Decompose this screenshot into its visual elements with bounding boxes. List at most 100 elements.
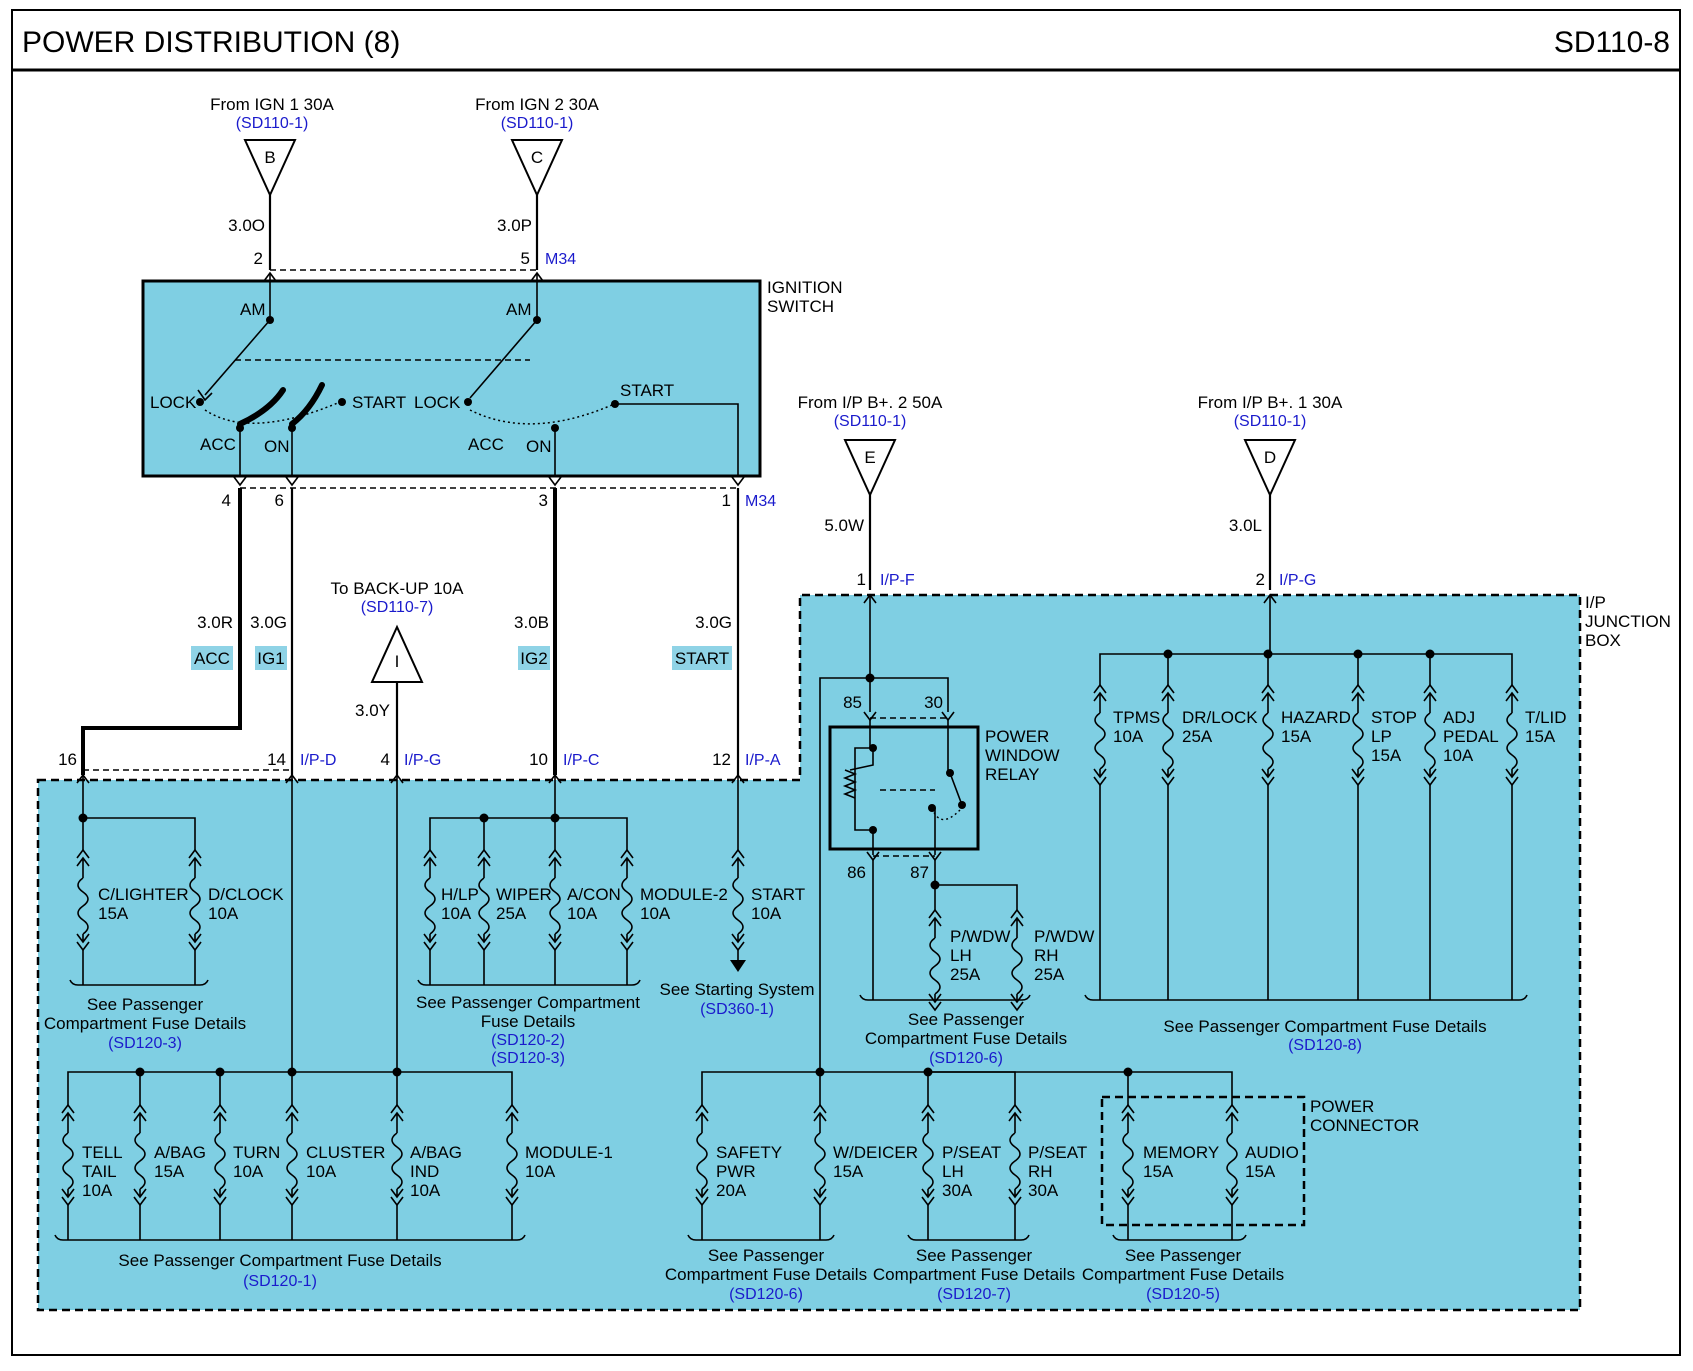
fuse-cluster-symbol xyxy=(285,1103,299,1207)
fuse-wdeicer xyxy=(813,1103,827,1207)
junction-box-label-3: BOX xyxy=(1585,631,1621,650)
fuse-abagind-l1: A/BAG xyxy=(410,1143,462,1162)
fuse-pwdwrh-l2: RH xyxy=(1034,946,1059,965)
source-d-letter: D xyxy=(1264,448,1276,467)
connector-m34-top: M34 xyxy=(545,251,576,268)
fuse-clighter xyxy=(76,848,90,952)
connector-m34-bottom: M34 xyxy=(745,493,776,510)
fuse-module2-l1: MODULE-2 xyxy=(640,885,728,904)
fuse-pwdwrh-l1: P/WDW xyxy=(1034,927,1094,946)
fuse-module2-symbol xyxy=(620,848,634,952)
source-b-ref: (SD110-1) xyxy=(236,115,309,132)
ip-conn-ipf: I/P-F xyxy=(880,572,915,589)
note3-l1: See Starting System xyxy=(660,980,815,999)
fuse-abag-l2: 15A xyxy=(154,1162,185,1181)
ignition-title-2: SWITCH xyxy=(767,297,834,316)
switch1-lock: LOCK xyxy=(150,393,197,412)
fuse-stoplp-l3: 15A xyxy=(1371,746,1402,765)
pin-3: 3 xyxy=(539,491,548,510)
fuse-memory xyxy=(1121,1103,1135,1207)
fuse-cluster xyxy=(285,1103,299,1207)
junction-box-label-2: JUNCTION xyxy=(1585,612,1671,631)
note5-ref: (SD120-8) xyxy=(1288,1037,1362,1054)
note1-ref: (SD120-3) xyxy=(108,1035,182,1052)
source-i-ref: (SD110-7) xyxy=(361,599,434,616)
fuse-wiper-symbol xyxy=(477,848,491,952)
fuse-turn xyxy=(213,1103,227,1207)
fuse-hazard-l1: HAZARD xyxy=(1281,708,1351,727)
wire-d-label: 3.0L xyxy=(1229,516,1262,535)
note9-l2: Compartment Fuse Details xyxy=(1082,1265,1284,1284)
fuse-safetypwr-l2: PWR xyxy=(716,1162,756,1181)
ip-conn-ipg2: I/P-G xyxy=(1279,572,1316,589)
fuse-stoplp-symbol xyxy=(1351,683,1365,787)
note1-l1: See Passenger xyxy=(87,995,204,1014)
fuse-pseatrh-l1: P/SEAT xyxy=(1028,1143,1087,1162)
fuse-dclock-l1: D/CLOCK xyxy=(208,885,284,904)
switch1-acc: ACC xyxy=(200,435,236,454)
relay-label-3: RELAY xyxy=(985,765,1040,784)
fuse-pseatrh-l3: 30A xyxy=(1028,1181,1059,1200)
fuse-module2 xyxy=(620,848,634,952)
fuse-cluster-l1: CLUSTER xyxy=(306,1143,385,1162)
fuse-tlid xyxy=(1505,683,1519,787)
fuse-start-l1: START xyxy=(751,885,805,904)
fuse-wdeicer-l1: W/DEICER xyxy=(833,1143,918,1162)
source-b-triangle xyxy=(243,139,297,198)
switch2-blade xyxy=(469,319,538,399)
fuse-pseatrh-l2: RH xyxy=(1028,1162,1053,1181)
fuse-audio-l2: 15A xyxy=(1245,1162,1276,1181)
pin-5: 5 xyxy=(521,249,530,268)
fuse-drlock-symbol xyxy=(1161,683,1175,787)
fuse-abagind-symbol xyxy=(390,1103,404,1207)
fuse-abagind-l3: 10A xyxy=(410,1181,441,1200)
power-connector-label-2: CONNECTOR xyxy=(1310,1116,1419,1135)
fuse-tpms xyxy=(1093,683,1107,787)
source-c-label: From IGN 2 30A xyxy=(475,95,599,114)
note7-ref: (SD120-6) xyxy=(729,1286,803,1303)
note6-ref: (SD120-1) xyxy=(243,1273,317,1290)
ignition-switch-box xyxy=(141,279,762,478)
fuse-adjpedal-l2: PEDAL xyxy=(1443,727,1499,746)
fuse-wiper-l1: WIPER xyxy=(496,885,552,904)
fuse-pwdwrh xyxy=(1010,908,1024,1012)
tag-acc-bg xyxy=(191,646,233,670)
fuse-pwdwrh-l3: 25A xyxy=(1034,965,1065,984)
fuse-clighter-symbol xyxy=(76,848,90,952)
ignition-title-1: IGNITION xyxy=(767,278,843,297)
fuse-pseatlh-l2: LH xyxy=(942,1162,964,1181)
fuse-pwdwlh-l3: 25A xyxy=(950,965,981,984)
switch2-on: ON xyxy=(526,437,552,456)
note7-l1: See Passenger xyxy=(708,1246,825,1265)
ip-conn-ipa: I/P-A xyxy=(745,752,781,769)
page-title: POWER DISTRIBUTION (8) xyxy=(22,26,400,59)
fuse-tlid-l1: T/LID xyxy=(1525,708,1567,727)
tag-acc: ACC xyxy=(194,649,230,668)
note4-ref: (SD120-6) xyxy=(929,1050,1003,1067)
fuse-safetypwr xyxy=(695,1103,709,1207)
switch1-on: ON xyxy=(264,437,290,456)
fuse-start-l2: 10A xyxy=(751,904,782,923)
fuse-turn-symbol xyxy=(213,1103,227,1207)
fuse-acon-l2: 10A xyxy=(567,904,598,923)
fuse-clighter-l1: C/LIGHTER xyxy=(98,885,189,904)
source-c-letter: C xyxy=(531,148,543,167)
fuse-abag xyxy=(133,1103,147,1207)
tag-ig2-bg xyxy=(518,646,550,670)
relay-pin-30: 30 xyxy=(924,693,943,712)
source-i-label: To BACK-UP 10A xyxy=(331,579,465,598)
fuse-wdeicer-l2: 15A xyxy=(833,1162,864,1181)
fuse-audio-l1: AUDIO xyxy=(1245,1143,1299,1162)
switch1-blade xyxy=(204,319,271,396)
wire-c-label: 3.0P xyxy=(497,216,532,235)
power-connector-box xyxy=(1100,1095,1306,1227)
fuse-hazard-l2: 15A xyxy=(1281,727,1312,746)
fuse-memory-symbol xyxy=(1121,1103,1135,1207)
fuse-acon-symbol xyxy=(548,848,562,952)
source-e-letter: E xyxy=(864,448,875,467)
fuse-stoplp-l1: STOP xyxy=(1371,708,1417,727)
tag-start-bg xyxy=(672,646,732,670)
note1-l2: Compartment Fuse Details xyxy=(44,1014,246,1033)
fuse-safetypwr-l1: SAFETY xyxy=(716,1143,782,1162)
fuse-drlock xyxy=(1161,683,1175,787)
